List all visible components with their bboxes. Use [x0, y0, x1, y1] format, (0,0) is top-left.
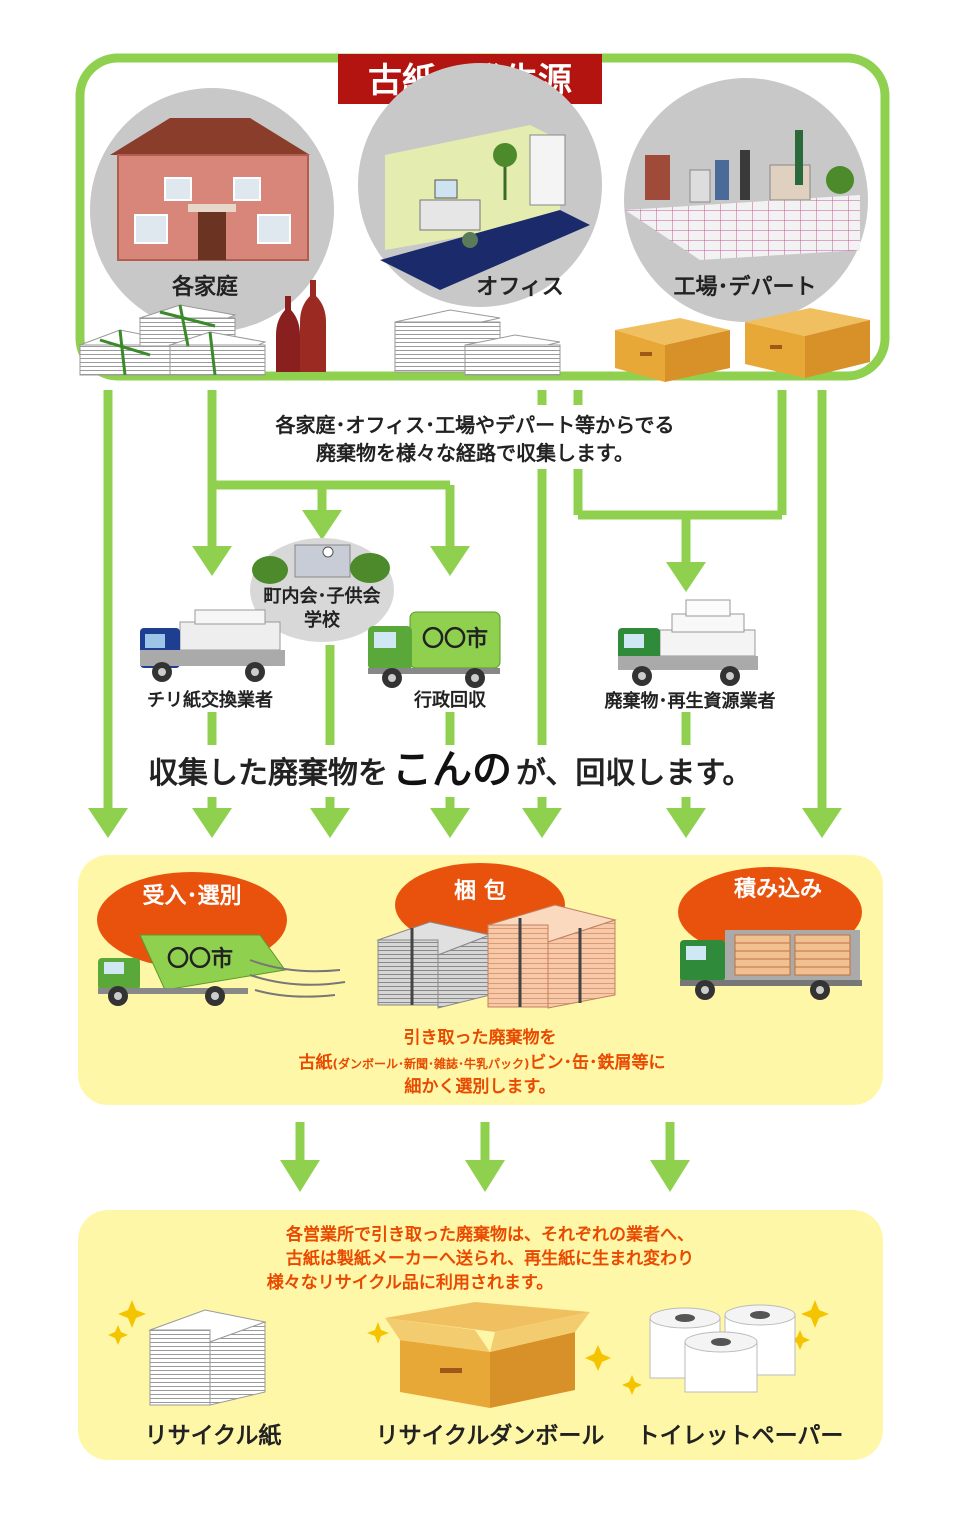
community-school: 町内会･子供会 学校 [250, 538, 394, 642]
recycled-cardboard-icon [385, 1302, 590, 1408]
processing-desc-line3: 細かく選別します。 [404, 1076, 555, 1097]
processing-desc-line2a: 古紙 [299, 1052, 333, 1073]
newspaper-bundles-icon [78, 304, 267, 376]
home-label: 各家庭 [171, 274, 238, 300]
paper-bales-icon [376, 904, 617, 1009]
tissue-trader-truck-icon [140, 609, 285, 682]
headline-prefix: 収集した廃棄物を [148, 756, 388, 791]
factory-city-icon [625, 130, 860, 260]
paper-stacks-icon [394, 309, 561, 376]
svg-text:古紙(ダンボール･新聞･雑誌･牛乳パック)ビン･缶･鉄屑等に: 古紙(ダンボール･新聞･雑誌･牛乳パック)ビン･缶･鉄屑等に [299, 1052, 666, 1073]
community-label-line2: 学校 [304, 609, 341, 631]
office-room-icon [380, 125, 590, 290]
product-recycled-cardboard: リサイクルダンボール [376, 1422, 605, 1449]
processing-desc-line1: 引き取った廃棄物を [404, 1027, 557, 1048]
processing-panel: 受入･選別 梱 包 積み込み 〇〇市 [78, 855, 883, 1105]
recycle-desc-line2: 古紙は製紙メーカーへ送られ、再生紙に生まれ変わり [286, 1248, 694, 1269]
collection-desc-line1: 各家庭･オフィス･工場やデパート等からでる [275, 413, 675, 437]
municipal-label: 行政回収 [413, 689, 487, 711]
step-receive-sort: 受入･選別 [142, 883, 241, 909]
dump-truck-icon: 〇〇市 [98, 934, 346, 1006]
community-label-line1: 町内会･子供会 [264, 585, 381, 607]
arrow-heads [88, 510, 842, 838]
waste-trader-label: 廃棄物･再生資源業者 [605, 690, 776, 712]
loading-truck-icon [680, 930, 862, 1000]
municipal-truck-icon: 〇〇市 [368, 611, 501, 688]
recycle-panel: 各営業所で引き取った廃棄物は、それぞれの業者へ、 古紙は製紙メーカーへ送られ、再… [78, 1210, 883, 1460]
cardboard-boxes-icon [615, 308, 870, 382]
headline-suffix: が、回収します。 [516, 756, 752, 791]
processing-desc-line2-small: (ダンボール･新聞･雑誌･牛乳パック) [333, 1056, 530, 1071]
home-source: 各家庭 [78, 88, 334, 376]
collection-description: 各家庭･オフィス･工場やデパート等からでる 廃棄物を様々な経路で収集します。 [230, 405, 720, 469]
headline: 収集した廃棄物をこんのが、回収します。 [140, 745, 800, 797]
recycled-paper-icon [148, 1309, 267, 1406]
factory-source: 工場･デパート [615, 78, 870, 382]
bottles-icon [276, 280, 326, 372]
toilet-paper-icon [649, 1304, 796, 1393]
office-source: オフィス [358, 63, 602, 376]
product-toilet-paper: トイレットペーパー [637, 1423, 844, 1449]
factory-label: 工場･デパート [673, 274, 816, 300]
recycle-desc-line1: 各営業所で引き取った廃棄物は、それぞれの業者へ、 [285, 1224, 694, 1245]
recycle-desc-line3: 様々なリサイクル品に利用されます。 [267, 1272, 553, 1293]
tissue-trader-label: チリ紙交換業者 [147, 689, 273, 711]
collection-desc-line2: 廃棄物を様々な経路で収集します。 [316, 441, 634, 465]
house-icon [110, 118, 310, 261]
step-loading: 積み込み [734, 877, 822, 902]
product-recycled-paper: リサイクル紙 [145, 1422, 282, 1449]
recycle-flow-arrows [280, 1122, 690, 1192]
municipal-truck-sign: 〇〇市 [422, 626, 488, 652]
step-packing: 梱 包 [454, 878, 506, 904]
dump-truck-sign: 〇〇市 [167, 946, 233, 972]
office-label: オフィス [476, 275, 564, 300]
brand-name: こんの [392, 747, 512, 793]
processing-desc-line2b: ビン･缶･鉄屑等に [529, 1052, 665, 1073]
sparkle-icons [108, 1300, 829, 1395]
waste-trader-truck-icon [618, 599, 758, 686]
